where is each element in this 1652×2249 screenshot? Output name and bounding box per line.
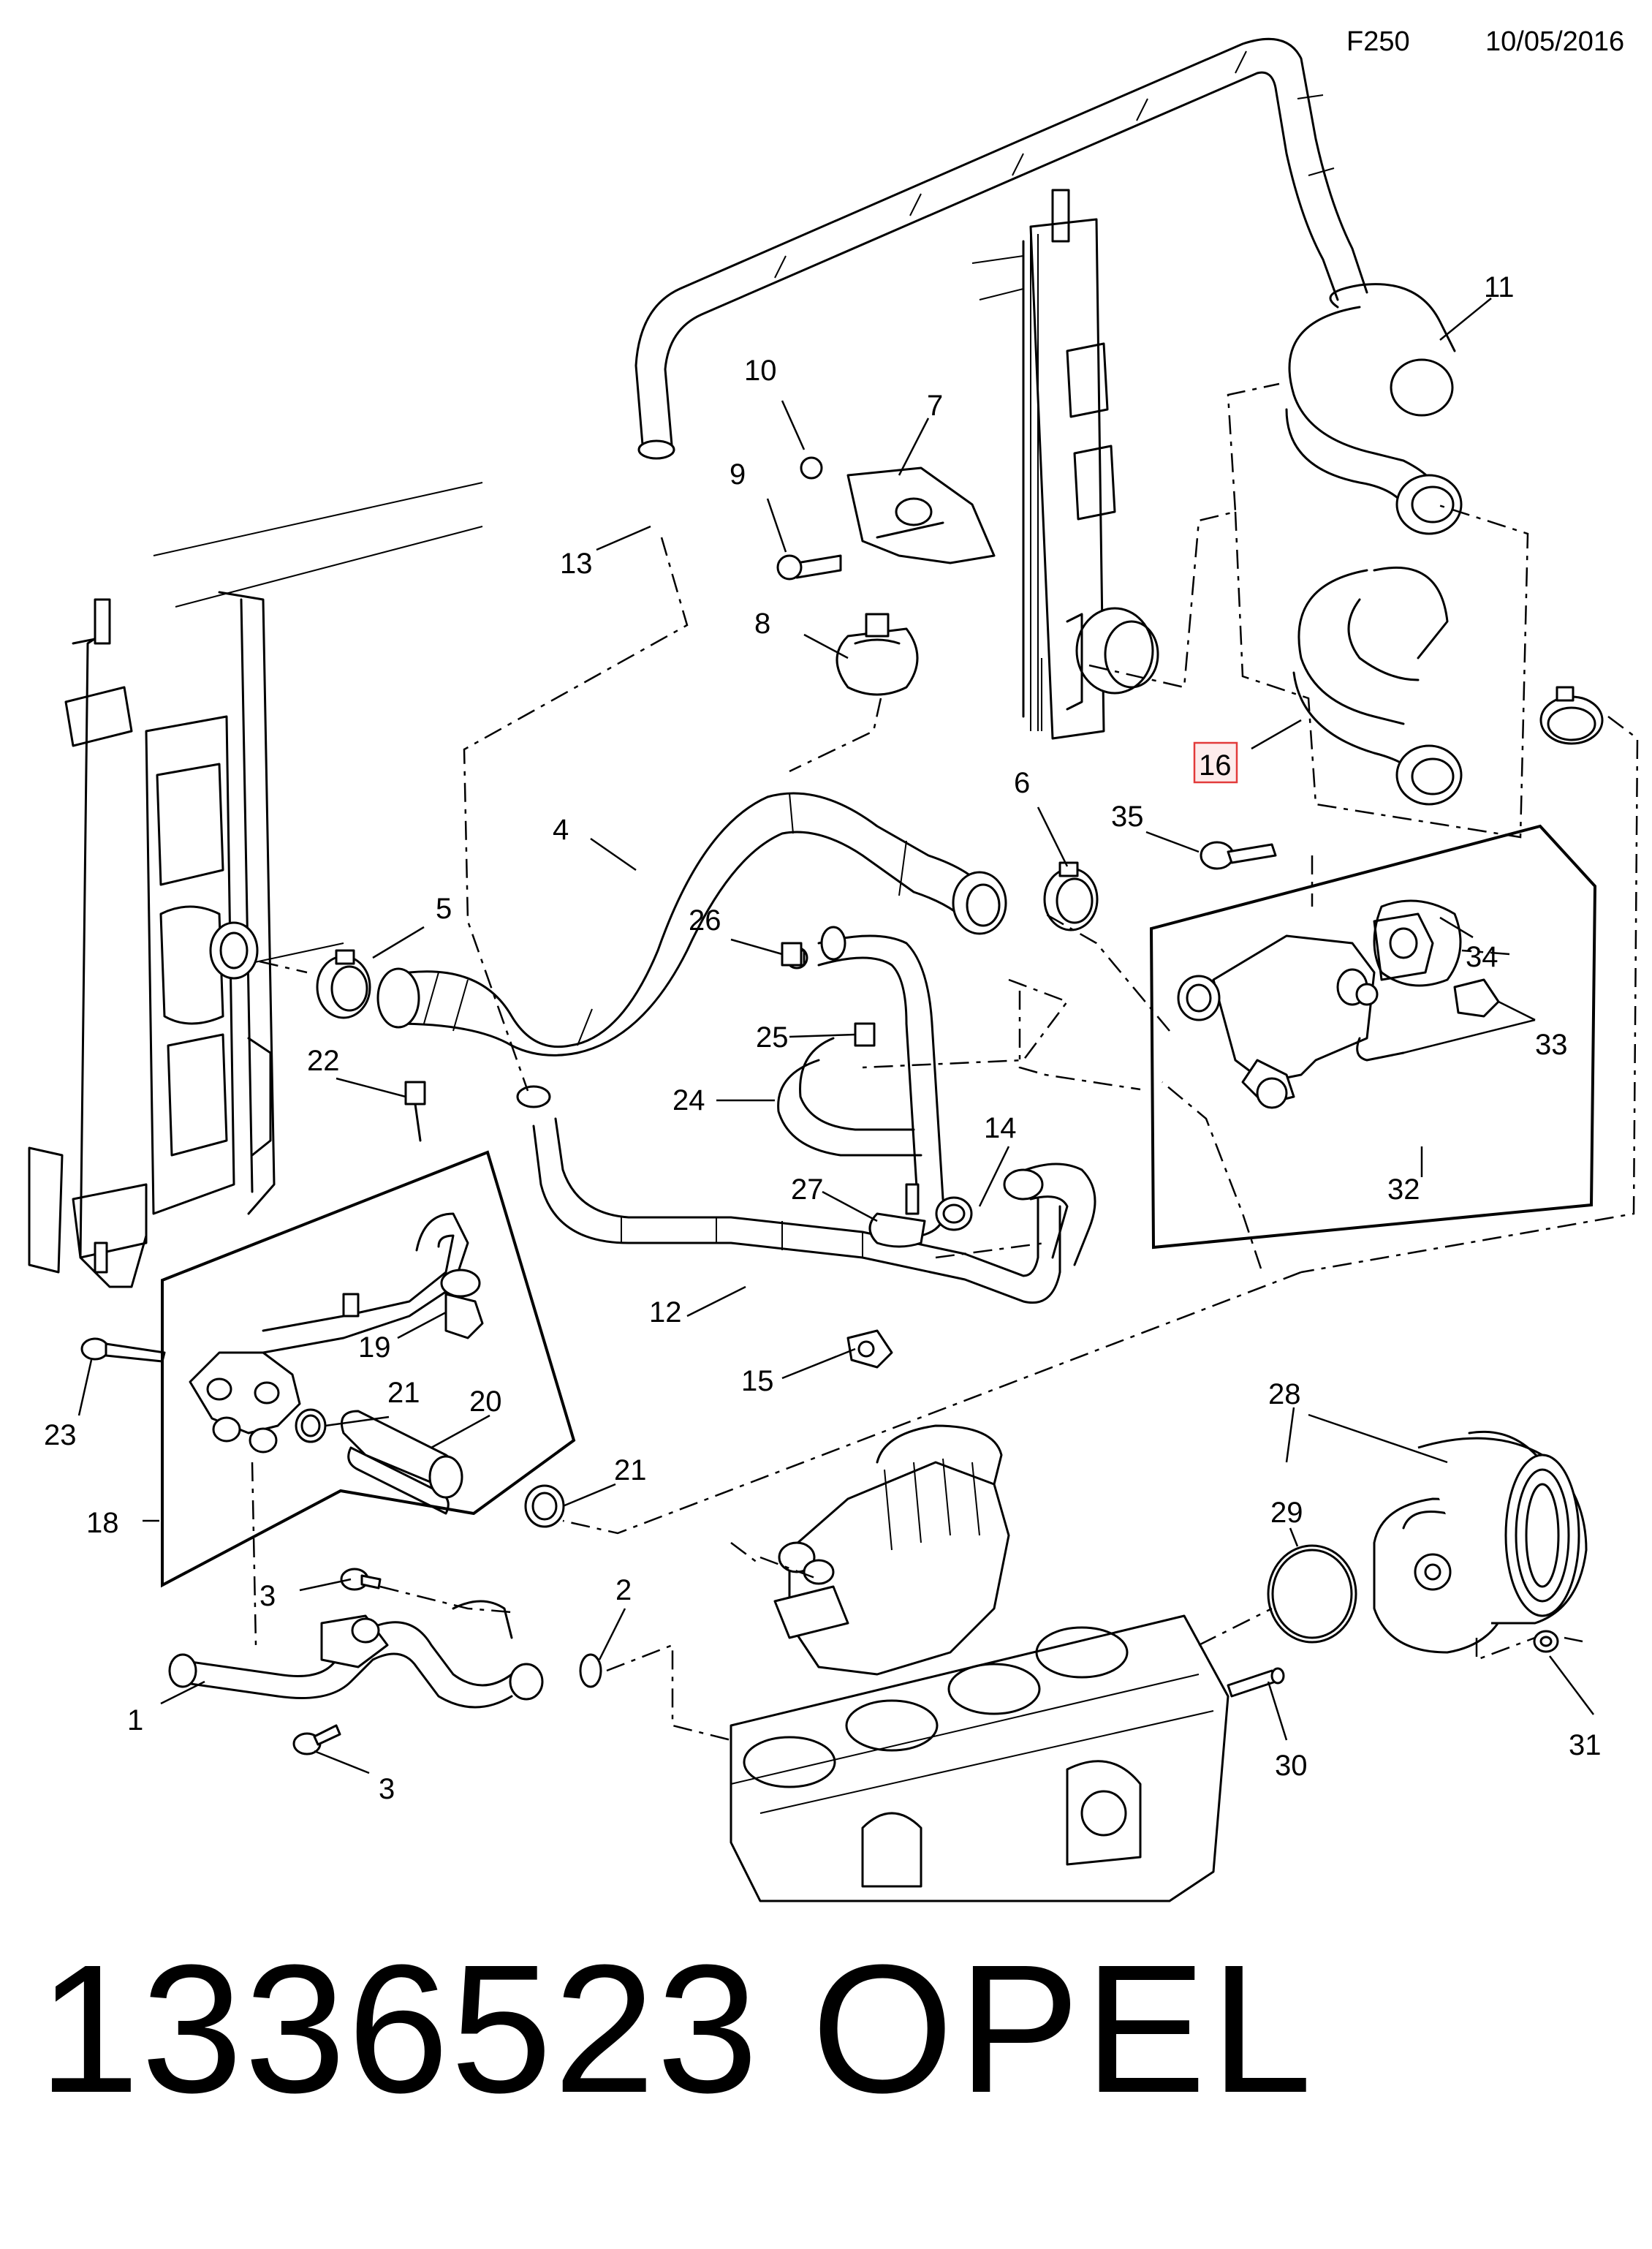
callout-12: 12 [649, 1296, 682, 1328]
clamp-8 [836, 613, 919, 696]
callout-34: 34 [1466, 941, 1498, 973]
water-pump-28 [1373, 1430, 1588, 1654]
diagram-date: 10/05/2016 [1485, 26, 1625, 57]
callout-labels: 11 10 7 9 13 8 16 6 35 4 5 26 34 25 33 2… [44, 271, 1602, 1805]
callout-18: 18 [86, 1507, 119, 1539]
hose-20 [341, 1410, 463, 1515]
radiator-right [971, 189, 1159, 740]
clamp-5 [316, 949, 371, 1019]
bolt-35 [1200, 841, 1277, 870]
connection-lines [251, 382, 1639, 1742]
callout-16: 16 [1199, 749, 1232, 782]
callout-21b: 21 [614, 1454, 647, 1486]
hose-11 [1285, 283, 1463, 535]
callout-31: 31 [1569, 1729, 1602, 1761]
group-box-32 [1149, 824, 1597, 1250]
callout-24: 24 [672, 1084, 705, 1116]
callout-3b: 3 [379, 1773, 395, 1805]
callout-15: 15 [741, 1365, 774, 1397]
clip-25 [854, 1022, 876, 1047]
hose-16 [1292, 566, 1463, 806]
pipe-18 [189, 1351, 301, 1454]
callout-2: 2 [615, 1574, 632, 1606]
callout-11: 11 [1484, 271, 1515, 303]
group-box-18 [161, 1150, 576, 1588]
diagram-code: F250 [1346, 26, 1410, 57]
callout-13: 13 [560, 548, 593, 580]
clamp-6 [1043, 861, 1099, 931]
callout-25: 25 [756, 1021, 789, 1054]
bracket-7 [776, 456, 996, 581]
clip-15 [846, 1329, 893, 1369]
sensor-33 [1355, 978, 1500, 1062]
callout-8: 8 [754, 608, 770, 640]
part-number: 1336523 [38, 1927, 760, 2131]
clip-26 [781, 942, 803, 967]
callout-23: 23 [44, 1419, 77, 1451]
brand-name: OPEL [811, 1927, 1316, 2131]
callout-21a: 21 [387, 1377, 420, 1409]
gasket-34 [1373, 899, 1462, 987]
bolt-22 [404, 1081, 426, 1142]
callout-6: 6 [1014, 767, 1030, 799]
callout-1: 1 [127, 1704, 143, 1736]
callout-7: 7 [927, 390, 943, 422]
washer-31 [1533, 1630, 1559, 1653]
callout-19: 19 [358, 1331, 391, 1364]
callout-35: 35 [1111, 801, 1144, 833]
callout-14: 14 [984, 1112, 1017, 1144]
hose-12 [516, 1085, 1061, 1304]
bolts-3 [292, 1568, 382, 1755]
radiator-left [28, 482, 483, 1288]
callout-4: 4 [553, 814, 569, 846]
callout-27: 27 [791, 1173, 824, 1206]
callout-5: 5 [436, 893, 452, 925]
o-ring-2 [579, 1653, 602, 1688]
pipe-19 [262, 1212, 484, 1354]
clamp-27 [868, 1183, 926, 1248]
highlight-box-16 [1193, 741, 1238, 784]
bolt-23 [80, 1337, 166, 1363]
o-ring-29 [1267, 1544, 1357, 1644]
thermostat-housing-32 [1177, 912, 1434, 1109]
hose-14 [935, 1163, 1096, 1266]
callout-3a: 3 [259, 1580, 276, 1612]
clamp-21a [295, 1408, 327, 1443]
callout-29: 29 [1270, 1497, 1303, 1529]
callout-26: 26 [689, 904, 721, 937]
callout-9: 9 [730, 458, 746, 491]
hose-upper [634, 37, 1368, 460]
clamp-21b [524, 1484, 565, 1528]
callout-32: 32 [1387, 1173, 1420, 1206]
oil-filter-housing [773, 1424, 1010, 1676]
clamp-17 [1539, 686, 1604, 745]
callout-20: 20 [469, 1386, 502, 1418]
leader-lines [77, 298, 1594, 1774]
callout-10: 10 [744, 355, 777, 387]
callout-22: 22 [307, 1045, 340, 1077]
engine-block [730, 1614, 1229, 1902]
callout-33: 33 [1535, 1029, 1568, 1061]
stud-30 [1227, 1667, 1285, 1698]
pipe-1 [168, 1600, 544, 1709]
callout-28: 28 [1268, 1378, 1301, 1410]
callout-30: 30 [1275, 1750, 1308, 1782]
